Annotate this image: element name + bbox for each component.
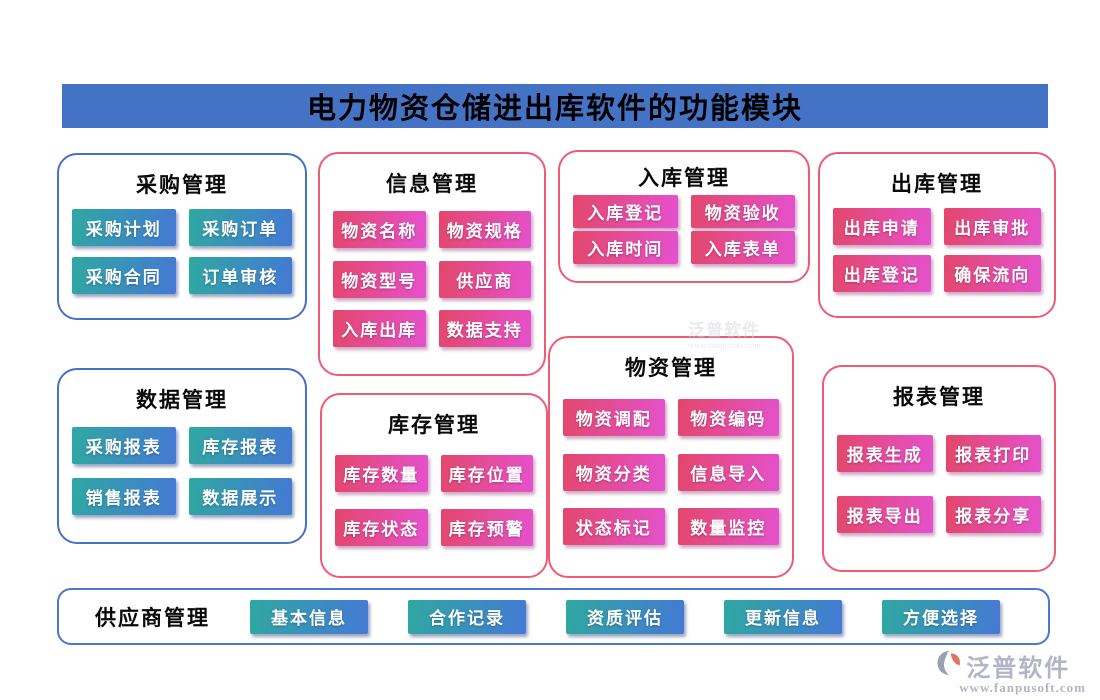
footer-brand: 泛普软件 www.fanpusoft.com [935,648,1086,696]
feature-procurement-report: 采购报表 [72,427,176,465]
diagram-title: 电力物资仓储进出库软件的功能模块 [306,93,803,125]
feature-update-info: 更新信息 [724,599,842,634]
module-title-inventory: 库存管理 [388,413,480,437]
feature-material-name: 物资名称 [333,210,426,248]
feature-data-support: 数据支持 [438,310,531,348]
feature-data-display: 数据展示 [188,477,292,515]
feature-material-category: 物资分类 [563,453,665,491]
feature-easy-select: 方便选择 [882,599,1000,634]
feature-grid: 采购报表 库存报表 销售报表 数据展示 [72,414,292,528]
feature-report-share: 报表分享 [945,496,1041,533]
module-title-procurement: 采购管理 [136,173,228,197]
feature-status-mark: 状态标记 [563,507,665,545]
module-title-inbound: 入库管理 [638,166,730,190]
module-card-material: 物资管理 物资调配 物资编码 物资分类 信息导入 状态标记 数量监控 [548,336,794,578]
module-card-outbound: 出库管理 出库申请 出库审批 出库登记 确保流向 [818,152,1056,318]
feature-grid: 库存数量 库存位置 库存状态 库存预警 [335,439,533,562]
module-card-inbound: 入库管理 入库登记 物资验收 入库时间 入库表单 [558,150,810,283]
feature-inbound-time: 入库时间 [573,231,678,264]
footer-brand-url: www.fanpusoft.com [959,680,1086,695]
feature-inbound-register: 入库登记 [573,195,678,228]
feature-outbound-approve: 出库审批 [943,208,1041,245]
feature-inventory-report: 库存报表 [188,427,292,465]
feature-grid: 出库申请 出库审批 出库登记 确保流向 [833,198,1041,302]
feature-stock-quantity: 库存数量 [335,455,428,493]
module-card-procurement: 采购管理 采购计划 采购订单 采购合同 订单审核 [57,153,307,320]
module-title-supplier: 供应商管理 [95,605,210,630]
feature-stock-location: 库存位置 [440,455,533,493]
feature-report-print: 报表打印 [945,435,1041,472]
feature-cooperation-record: 合作记录 [408,599,526,634]
feature-supplier: 供应商 [438,260,531,298]
module-title-information: 信息管理 [386,172,478,196]
module-card-inventory: 库存管理 库存数量 库存位置 库存状态 库存预警 [320,393,548,578]
feature-inbound-form: 入库表单 [690,231,795,264]
feature-material-code: 物资编码 [677,399,779,437]
feature-quantity-monitor: 数量监控 [677,507,779,545]
feature-material-model: 物资型号 [333,260,426,298]
module-title-report: 报表管理 [893,385,985,409]
feature-basic-info: 基本信息 [250,599,368,634]
feature-stock-alert: 库存预警 [440,508,533,546]
feature-report-export: 报表导出 [837,496,933,533]
feature-grid: 报表生成 报表打印 报表导出 报表分享 [837,411,1041,556]
module-bar-supplier: 供应商管理 基本信息 合作记录 资质评估 更新信息 方便选择 [57,588,1050,645]
feature-material-acceptance: 物资验收 [690,195,795,228]
module-title-material: 物资管理 [625,356,717,380]
feature-in-out-warehouse: 入库出库 [333,310,426,348]
feature-procurement-order: 采购订单 [188,209,292,247]
feature-grid: 入库登记 物资验收 入库时间 入库表单 [573,192,795,267]
feature-ensure-flow: 确保流向 [943,255,1041,292]
feature-info-import: 信息导入 [677,453,779,491]
footer-brand-name: 泛普软件 [966,656,1071,682]
feature-material-spec: 物资规格 [438,210,531,248]
module-title-outbound: 出库管理 [891,172,983,196]
feature-grid: 采购计划 采购订单 采购合同 订单审核 [72,199,292,304]
module-card-data: 数据管理 采购报表 库存报表 销售报表 数据展示 [57,368,307,544]
fanpu-logo-icon [935,649,963,682]
feature-material-dispatch: 物资调配 [563,399,665,437]
feature-order-review: 订单审核 [188,256,292,294]
feature-procurement-plan: 采购计划 [72,209,176,247]
title-banner: 电力物资仓储进出库软件的功能模块 [62,84,1048,128]
module-title-data: 数据管理 [136,388,228,412]
feature-report-generate: 报表生成 [837,435,933,472]
feature-outbound-register: 出库登记 [833,255,931,292]
feature-grid: 物资调配 物资编码 物资分类 信息导入 状态标记 数量监控 [563,382,779,562]
feature-grid: 物资名称 物资规格 物资型号 供应商 入库出库 数据支持 [333,198,531,360]
module-card-information: 信息管理 物资名称 物资规格 物资型号 供应商 入库出库 数据支持 [318,152,546,376]
feature-procurement-contract: 采购合同 [72,256,176,294]
module-card-report: 报表管理 报表生成 报表打印 报表导出 报表分享 [822,365,1056,572]
feature-outbound-apply: 出库申请 [833,208,931,245]
feature-sales-report: 销售报表 [72,477,176,515]
feature-qualification-assess: 资质评估 [566,599,684,634]
feature-stock-status: 库存状态 [335,508,428,546]
